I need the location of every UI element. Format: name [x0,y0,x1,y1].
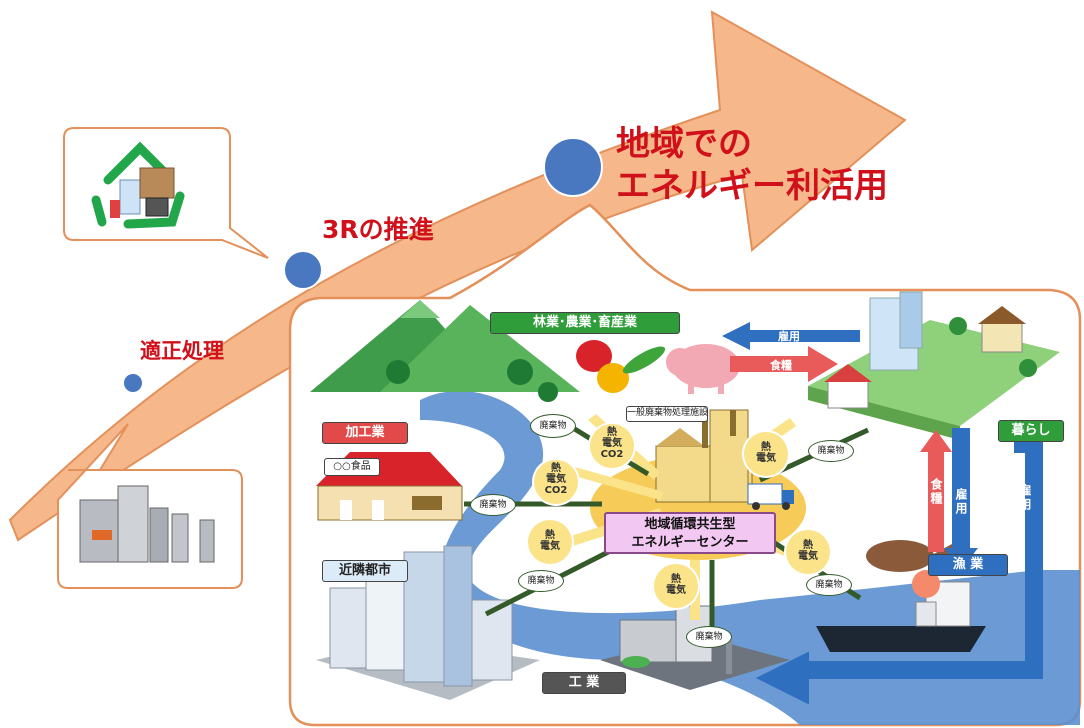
energy-label: 熱 電気 [798,540,818,562]
waste-chip: 廃棄物 [470,494,516,516]
energy-bubble [528,520,572,564]
forestry-agri-tag: 林業･農業･畜産業 [490,312,680,334]
stage2-dot [283,250,323,290]
city-buildings-icon [316,545,540,700]
energy-bubble [590,424,634,468]
food-arrow-right [730,346,838,382]
furnace-plant-icon [79,485,215,563]
stage1-dot [122,372,144,394]
processing-tag: 加工業 [322,422,408,444]
food-label-vertical: 食糧 [929,478,943,506]
stage2-label: 3Rの推進 [322,215,434,244]
waste-chip: 廃棄物 [686,626,732,648]
recycle-icon [91,141,185,229]
fishery-tag: 漁 業 [928,554,1008,576]
mountain-icon [310,300,580,402]
employment-label-top: 雇用 [778,330,800,343]
industry-tag: 工 業 [542,672,626,694]
industry-plant-icon [600,605,790,690]
energy-bubble [534,460,578,504]
center-title-line2: エネルギーセンター [631,535,749,550]
stage3-label-line1: 地域での [616,124,752,164]
factory-icon [655,409,753,503]
energy-center-box: 地域循環共生型 エネルギーセンター [604,512,776,554]
energy-bubble [786,530,830,574]
energy-bubble [744,432,788,476]
waste-chip: 廃棄物 [518,570,564,592]
waste-chip: 廃棄物 [530,414,576,438]
employment-arrow-down [944,428,978,570]
pig-icon [666,344,740,394]
stage3-dot [543,137,603,197]
energy-bubble [654,564,698,608]
food-arrow-up [920,430,952,552]
energy-label: 熱 電気 CO2 [544,463,568,496]
energy-label: 熱 電気 CO2 [600,427,624,460]
energy-label: 熱 電気 [756,442,776,464]
nearby-city-tag: 近隣都市 [322,560,408,582]
employment-arrow-left [722,322,860,350]
employment-label-vertical1: 雇用 [954,488,968,516]
energy-label: 熱 電気 [540,530,560,552]
food-shop-sign: ○○食品 [324,458,380,476]
progress-arrow [8,10,907,542]
truck-icon [747,483,794,510]
stage1-label: 適正処理 [140,339,224,363]
waste-facility-label: 一般廃棄物処理施設 [626,406,708,422]
energy-label: 熱 電気 [666,574,686,596]
waste-chip: 廃棄物 [808,440,854,462]
vegetables-icon [576,340,666,393]
stage3-label-line2: エネルギー利活用 [616,166,888,206]
employment-arrow-long [755,435,1043,705]
living-tag: 暮らし [998,420,1064,442]
food-label-top: 食糧 [770,359,792,372]
employment-label-vertical2: 雇用 [1018,484,1032,512]
waste-chip: 廃棄物 [806,574,852,596]
center-title-line1: 地域循環共生型 [644,517,736,532]
houses-icon [808,291,1060,440]
